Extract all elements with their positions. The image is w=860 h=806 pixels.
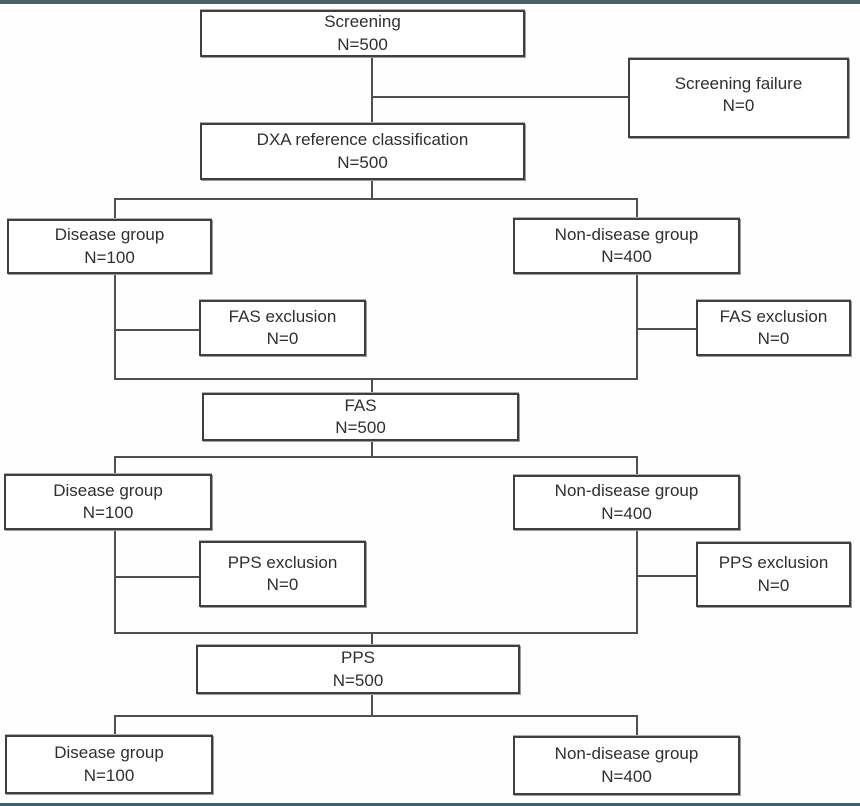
node-dxa-nondisease-group: Non-disease group N=400 [513, 218, 740, 274]
node-fas: FAS N=500 [202, 393, 519, 441]
node-pps: PPS N=500 [196, 645, 520, 694]
connector-line [114, 632, 638, 634]
window-bottom-border [0, 803, 860, 806]
node-count: N=400 [601, 247, 652, 266]
connector-line [371, 180, 373, 200]
node-count: N=0 [266, 575, 299, 594]
connector-line [114, 715, 638, 717]
node-label: Non-disease group [554, 744, 699, 764]
connector-line [636, 328, 696, 330]
node-count: N=500 [332, 670, 384, 690]
connector-line [114, 456, 116, 474]
connector-line [636, 715, 638, 736]
node-screening-failure: Screening failure N=0 [628, 58, 849, 138]
node-label: PPS exclusion [227, 552, 338, 572]
node-pps-nondisease-group: Non-disease group N=400 [513, 736, 740, 795]
node-fas-exclusion-disease: FAS exclusion N=0 [199, 300, 366, 356]
node-label: PPS [340, 648, 376, 668]
node-fas-disease-group: Disease group N=100 [4, 474, 212, 530]
node-count: N=100 [82, 503, 134, 522]
node-dxa-reference-classification: DXA reference classification N=500 [200, 123, 525, 180]
node-count: N=400 [601, 503, 652, 523]
node-label: Screening [324, 12, 401, 32]
node-count: N=0 [757, 329, 790, 348]
node-pps-disease-group: Disease group N=100 [5, 735, 213, 794]
node-screening: Screening N=500 [200, 10, 525, 57]
connector-line [371, 441, 373, 458]
connector-line [636, 575, 696, 577]
node-count: N=500 [337, 34, 388, 54]
node-pps-exclusion-nondisease: PPS exclusion N=0 [696, 542, 851, 607]
connector-line [114, 198, 638, 200]
node-label: FAS [344, 395, 377, 415]
node-label: Disease group [53, 480, 163, 500]
connector-line [371, 632, 373, 645]
connector-line [371, 57, 373, 123]
node-label: FAS exclusion [228, 306, 337, 326]
connector-line [114, 456, 638, 458]
connector-line [114, 576, 199, 578]
connector-line [636, 530, 638, 634]
connector-line [114, 378, 638, 380]
node-count: N=400 [601, 766, 652, 786]
node-label: PPS exclusion [718, 553, 829, 573]
node-fas-nondisease-group: Non-disease group N=400 [513, 475, 740, 530]
connector-line [636, 274, 638, 380]
node-label: Disease group [54, 225, 165, 245]
connector-line [114, 198, 116, 219]
node-count: N=0 [757, 575, 790, 595]
connector-line [114, 715, 116, 735]
node-label: Disease group [54, 743, 164, 763]
node-pps-exclusion-disease: PPS exclusion N=0 [199, 541, 366, 607]
window-top-border [0, 0, 860, 4]
node-count: N=100 [83, 765, 135, 785]
connector-line [114, 329, 199, 331]
node-fas-exclusion-nondisease: FAS exclusion N=0 [696, 300, 851, 356]
node-count: N=500 [335, 418, 386, 437]
connector-line [114, 530, 116, 634]
node-label: Screening failure [674, 74, 803, 93]
connector-line [114, 274, 116, 380]
node-label: FAS exclusion [719, 306, 828, 326]
node-label: Non-disease group [554, 481, 699, 501]
connector-line [371, 378, 373, 393]
node-count: N=0 [722, 96, 755, 116]
node-label: Non-disease group [554, 224, 699, 244]
connector-line [636, 456, 638, 475]
node-dxa-disease-group: Disease group N=100 [7, 219, 212, 274]
connector-line [371, 694, 373, 717]
connector-line [371, 96, 628, 98]
node-count: N=0 [266, 329, 299, 348]
connector-line [636, 198, 638, 218]
node-count: N=500 [337, 152, 388, 172]
node-count: N=100 [84, 247, 135, 267]
node-label: DXA reference classification [256, 130, 469, 150]
